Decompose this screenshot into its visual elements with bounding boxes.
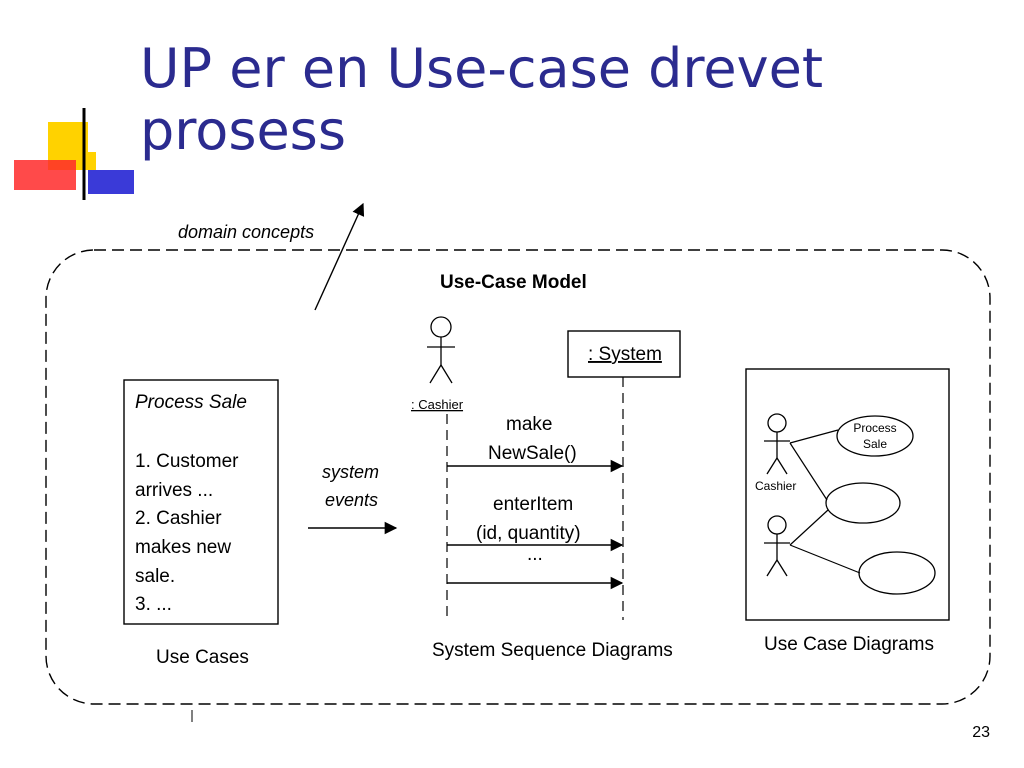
use-case-actor-figure (764, 515, 790, 577)
logo-red-bar (14, 160, 76, 190)
association-line (789, 442, 828, 501)
association-line (789, 544, 861, 574)
ellipse-label-line1: Process (853, 421, 896, 435)
use-case-actor-label: Cashier (755, 479, 796, 493)
use-case-step: arrives ... (135, 480, 213, 501)
process-sale-ellipse (836, 415, 914, 457)
cashier-actor-figure (427, 316, 455, 384)
use-case-ellipse (858, 551, 936, 595)
use-case-step: 2. Cashier (135, 508, 222, 529)
association-line (789, 429, 839, 444)
use-case-ellipse (825, 482, 901, 524)
domain-concepts-arrow (314, 202, 365, 311)
ellipse-label-line2: Sale (863, 437, 887, 451)
page-number: 23 (972, 724, 990, 741)
system-label: : System (588, 344, 662, 365)
system-events-label-line1: system (322, 462, 379, 482)
use-case-step: sale. (135, 566, 175, 587)
use-cases-caption: Use Cases (156, 647, 249, 668)
model-boundary (45, 249, 991, 705)
message-label: make (506, 414, 552, 435)
use-case-step: 1. Customer (135, 451, 239, 472)
sequence-actor-label: : Cashier (411, 397, 464, 412)
message-label: (id, quantity) (476, 523, 581, 544)
association-line (789, 509, 829, 546)
model-title: Use-Case Model (440, 272, 587, 293)
title-line-1: UP er en Use-case drevet (140, 37, 823, 100)
use-case-card (123, 379, 279, 625)
system-events-label-line2: events (325, 490, 378, 510)
sequence-caption: System Sequence Diagrams (432, 640, 673, 661)
logo-blue-bar (88, 170, 134, 194)
use-case-step: makes new (135, 537, 231, 558)
slide-title: UP er en Use-case drevet prosess (140, 38, 823, 162)
title-line-2: prosess (140, 99, 346, 162)
use-case-step: 3. ... (135, 594, 172, 615)
system-box (567, 330, 681, 378)
domain-concepts-label: domain concepts (178, 222, 314, 242)
message-label: NewSale() (488, 443, 577, 464)
message-label: enterItem (493, 494, 573, 515)
use-case-card-title: Process Sale (135, 392, 247, 413)
decorative-squares-logo (14, 108, 134, 200)
use-case-actor-figure (764, 413, 790, 475)
use-case-diagrams-caption: Use Case Diagrams (764, 634, 934, 655)
logo-white-square (88, 122, 118, 152)
message-label: ... (527, 544, 543, 565)
